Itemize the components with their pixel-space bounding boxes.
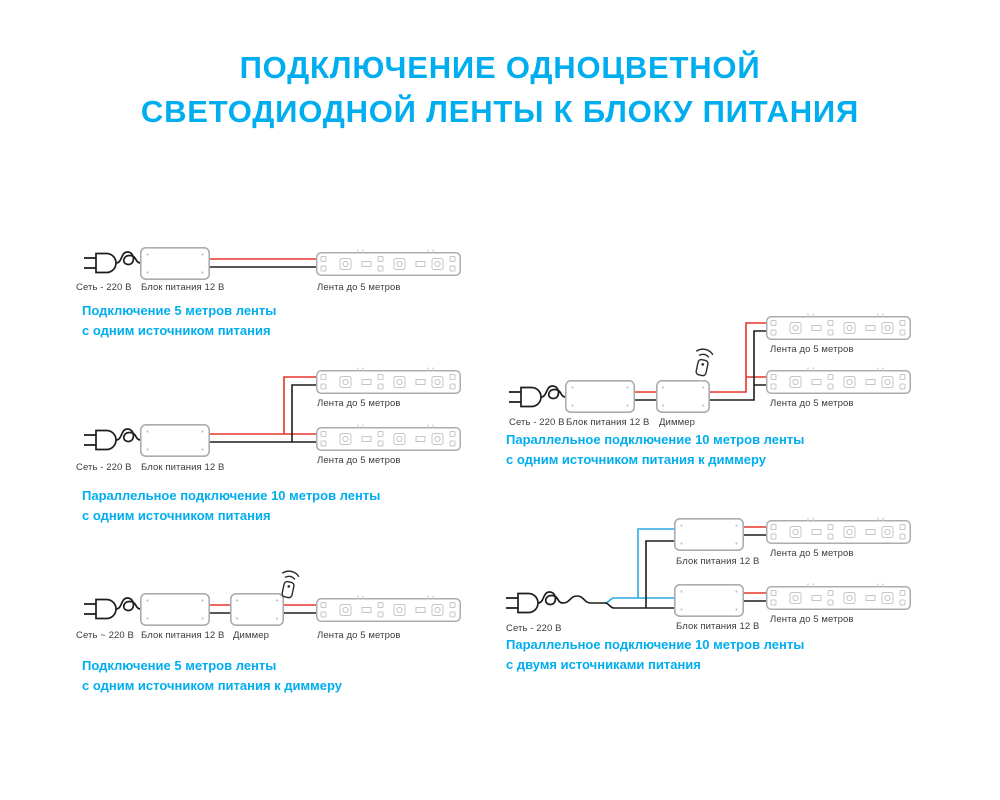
label-strip-top: Лента до 5 метров <box>770 344 854 355</box>
wire-red <box>210 376 316 435</box>
diagram-3-caption: Подключение 5 метров ленты с одним источ… <box>82 656 342 695</box>
power-supply-box <box>140 423 211 458</box>
label-psu: Блок питания 12 В <box>141 282 225 293</box>
wire-blue <box>604 528 674 604</box>
label-psu-bottom: Блок питания 12 В <box>676 621 760 632</box>
label-mains: Сеть - 220 В <box>509 417 565 428</box>
label-psu: Блок питания 12 В <box>141 462 225 473</box>
caption-line: Параллельное подключение 10 метров ленты <box>506 637 805 652</box>
mains-cable <box>562 595 605 604</box>
plug-icon <box>505 591 564 614</box>
remote-control-icon <box>690 346 715 378</box>
wire-red <box>744 526 766 594</box>
diagram-2 <box>83 366 461 458</box>
led-strip <box>766 366 911 394</box>
diagram-5-caption: Параллельное подключение 10 метров ленты… <box>506 635 804 674</box>
diagram-5 <box>505 516 911 618</box>
diagram-3 <box>83 568 461 627</box>
label-strip: Лента до 5 метров <box>317 630 401 641</box>
label-strip-bottom: Лента до 5 метров <box>770 398 854 409</box>
power-supply-box <box>673 517 745 552</box>
label-mains: Сеть - 220 В <box>76 462 132 473</box>
diagram-1 <box>83 247 461 281</box>
led-strip <box>316 423 461 451</box>
power-supply-box <box>673 583 745 618</box>
wire-black <box>604 540 674 609</box>
power-supply-box <box>140 247 211 281</box>
wire-black <box>210 384 316 443</box>
label-strip-top: Лента до 5 метров <box>317 398 401 409</box>
label-dimmer: Диммер <box>233 630 269 641</box>
led-strip <box>766 516 911 544</box>
plug-icon <box>83 597 142 620</box>
diagram-4 <box>508 312 911 414</box>
page-title-line2: СВЕТОДИОДНОЙ ЛЕНТЫ К БЛОКУ ПИТАНИЯ <box>140 94 860 130</box>
plug-icon <box>83 428 142 451</box>
caption-line: Параллельное подключение 10 метров ленты <box>82 488 381 503</box>
caption-line: с одним источником питания к диммеру <box>82 677 342 693</box>
label-psu: Блок питания 12 В <box>141 630 225 641</box>
power-supply-box <box>140 592 211 627</box>
led-strip <box>766 582 911 610</box>
caption-line: Параллельное подключение 10 метров ленты <box>506 432 805 447</box>
label-psu: Блок питания 12 В <box>566 417 650 428</box>
label-strip-top: Лента до 5 метров <box>770 548 854 559</box>
label-dimmer: Диммер <box>659 417 695 428</box>
dimmer-box <box>655 379 711 414</box>
diagram-1-caption: Подключение 5 метров ленты с одним источ… <box>82 301 276 340</box>
plug-icon <box>508 385 567 408</box>
plug-icon <box>83 251 142 274</box>
page-title-line1: ПОДКЛЮЧЕНИЕ ОДНОЦВЕТНОЙ <box>239 50 761 85</box>
caption-line: с одним источником питания <box>82 507 271 523</box>
wire-red <box>710 322 766 393</box>
label-mains: Сеть - 220 В <box>506 623 562 634</box>
led-strip <box>766 312 911 340</box>
label-mains: Сеть ~ 220 В <box>76 630 134 641</box>
caption-line: с одним источником питания <box>82 322 271 338</box>
led-strip <box>316 594 461 622</box>
label-mains: Сеть - 220 В <box>76 282 132 293</box>
power-supply-box <box>564 379 636 414</box>
diagram-4-caption: Параллельное подключение 10 метров ленты… <box>506 430 804 469</box>
caption-line: Подключение 5 метров ленты <box>82 658 277 673</box>
label-psu-top: Блок питания 12 В <box>676 556 760 567</box>
label-strip: Лента до 5 метров <box>317 282 401 293</box>
wire-black <box>710 330 766 401</box>
wire-black <box>744 534 766 602</box>
page-title: ПОДКЛЮЧЕНИЕ ОДНОЦВЕТНОЙ СВЕТОДИОДНОЙ ЛЕН… <box>0 46 1000 134</box>
led-strip <box>316 366 461 394</box>
label-strip-bottom: Лента до 5 метров <box>770 614 854 625</box>
led-strip <box>316 248 461 276</box>
caption-line: с одним источником питания к диммеру <box>506 451 766 467</box>
dimmer-box <box>230 592 285 627</box>
label-strip-bottom: Лента до 5 метров <box>317 455 401 466</box>
caption-line: Подключение 5 метров ленты <box>82 303 277 318</box>
caption-line: с двумя источниками питания <box>506 656 701 672</box>
diagram-2-caption: Параллельное подключение 10 метров ленты… <box>82 486 380 525</box>
